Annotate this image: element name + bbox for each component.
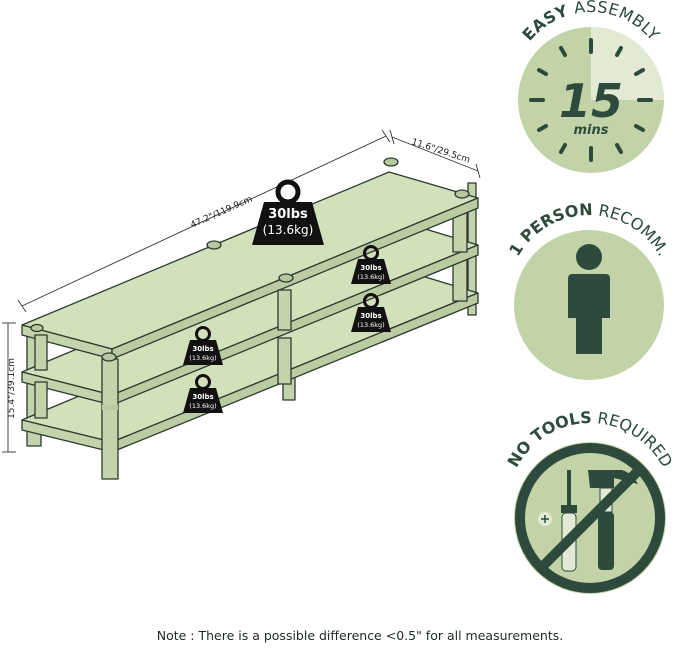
- top-shelf: [21, 171, 479, 360]
- weight-mid-left: 30lbs (13.6kg): [181, 326, 225, 367]
- clock-ticks: [529, 38, 653, 162]
- depth-label: 11.6"/29.5cm: [410, 137, 471, 165]
- weight-top: 30lbs (13.6kg): [252, 182, 324, 245]
- weight-kg: (13.6kg): [357, 273, 384, 281]
- dimension-height: [2, 322, 16, 453]
- weight-lbs: 30lbs: [360, 312, 381, 320]
- hole: [454, 189, 470, 199]
- clock-wedge: [591, 27, 664, 100]
- leg-front-left: [101, 358, 119, 480]
- leg-front-middle-bottom: [277, 337, 292, 385]
- badge-no-tools: NO TOOLS REQUIRED: [504, 408, 675, 594]
- assembly-unit: mins: [574, 123, 609, 138]
- weight-bottom-left: 30lbs (13.6kg): [181, 374, 225, 415]
- prohibit-ring: [515, 443, 665, 593]
- weight-lbs: 30lbs: [192, 393, 213, 401]
- badge-one-person: 1 PERSON RECOMM.: [505, 200, 673, 380]
- weight-kg: (13.6kg): [357, 321, 384, 329]
- hole: [383, 157, 399, 167]
- weight-bottom-right: 30lbs (13.6kg): [349, 293, 393, 334]
- assembly-number: 15: [559, 74, 623, 128]
- dimension-width: [17, 129, 391, 313]
- weight-top-lbs: 30lbs: [268, 207, 308, 222]
- prohibit-slash: [538, 465, 644, 571]
- hole: [278, 273, 294, 283]
- weight-kg: (13.6kg): [189, 402, 216, 410]
- leg-left-bottom: [34, 381, 48, 419]
- dimension-depth: [389, 129, 481, 179]
- leg-front-middle-top: [277, 289, 292, 331]
- hole: [101, 352, 117, 362]
- weight-lbs: 30lbs: [192, 345, 213, 353]
- leg-left-top: [34, 334, 48, 371]
- hole: [30, 323, 44, 333]
- badge-easy-assembly: EASY ASSEMBLY 15 mins: [518, 0, 664, 173]
- person-icon: [568, 244, 610, 354]
- weight-lbs: 30lbs: [360, 264, 381, 272]
- width-label: 47.2"/119.9cm: [189, 194, 254, 230]
- weight-kg: (13.6kg): [189, 354, 216, 362]
- measurement-note: Note : There is a possible difference <0…: [156, 628, 564, 643]
- weight-mid-right: 30lbs (13.6kg): [349, 245, 393, 286]
- height-label: 15.4"/39.1cm: [7, 358, 17, 419]
- hole: [206, 240, 222, 250]
- weight-top-kg: (13.6kg): [263, 223, 314, 237]
- tv-stand: [21, 157, 479, 480]
